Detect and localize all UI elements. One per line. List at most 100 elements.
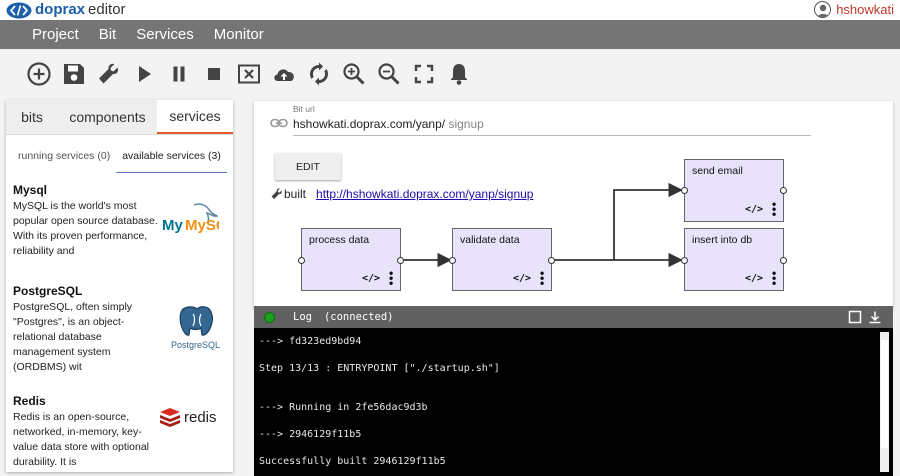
log-scrollbar-thumb[interactable]: [881, 340, 888, 448]
maximize-icon[interactable]: [848, 310, 862, 324]
log-line: Step 13/13 : ENTRYPOINT ["./startup.sh"]: [259, 363, 500, 374]
input-port[interactable]: [681, 187, 688, 194]
sync-button[interactable]: [302, 58, 336, 90]
service-description: PostgreSQL, often simply "Postgres", is …: [13, 301, 133, 373]
bit-url-path: signup: [448, 117, 484, 131]
service-item-redis[interactable]: Redis Redis is an open-source, networked…: [6, 394, 233, 472]
tab-bits[interactable]: bits: [21, 109, 43, 125]
menu-project[interactable]: Project: [32, 26, 79, 43]
zoom-out-icon: [378, 63, 400, 85]
tab-services[interactable]: services: [157, 100, 233, 134]
connection-status-indicator: [264, 311, 275, 323]
code-icon[interactable]: </>: [362, 273, 381, 284]
username: hshowkati: [836, 2, 894, 17]
cloud-upload-icon: [274, 69, 294, 81]
stop-button[interactable]: [197, 58, 231, 90]
service-description: Redis is an open-source, networked, in-m…: [13, 411, 150, 468]
build-status: built http://hshowkati.doprax.com/yanp/s…: [270, 187, 533, 201]
menu-services[interactable]: Services: [136, 26, 194, 43]
run-button[interactable]: [127, 58, 161, 90]
service-item-postgresql[interactable]: PostgreSQL PostgreSQL, often simply "Pos…: [6, 284, 233, 388]
more-vert-icon[interactable]: •••: [772, 266, 777, 290]
log-line: ---> Running in 2fe56dac9d3b: [259, 402, 428, 413]
save-button[interactable]: [57, 58, 91, 90]
more-vert-icon[interactable]: •••: [540, 266, 545, 290]
node-send-email[interactable]: send email </> •••: [681, 159, 787, 222]
mysql-logo-icon: My MySQL: [162, 203, 219, 234]
download-icon[interactable]: [868, 310, 882, 324]
node-title: insert into db: [692, 234, 753, 246]
log-panel: Log (connected) ---> fd323ed9bd94 Step 1…: [254, 306, 893, 476]
service-subtabs: running services (0) available services …: [6, 135, 233, 177]
logo-text: redis: [184, 409, 217, 426]
log-line: ---> fd323ed9bd94: [259, 336, 362, 347]
service-name: Mysql: [13, 183, 48, 197]
play-icon: [139, 66, 151, 82]
input-port[interactable]: [681, 257, 688, 264]
output-port[interactable]: [780, 257, 787, 264]
close-bit-button[interactable]: [232, 58, 266, 90]
settings-button[interactable]: [92, 58, 126, 90]
output-port[interactable]: [780, 187, 787, 194]
bit-url-host: hshowkati.doprax.com/yanp/: [293, 117, 446, 131]
add-button[interactable]: [22, 58, 56, 90]
more-vert-icon[interactable]: •••: [772, 197, 777, 221]
output-port[interactable]: [397, 257, 404, 264]
user-menu[interactable]: hshowkati: [814, 1, 894, 18]
node-validate-data[interactable]: validate data </> •••: [449, 228, 555, 291]
node-process-data[interactable]: process data </> •••: [298, 228, 404, 291]
redis-logo-icon: redis: [160, 408, 217, 427]
menu-bit[interactable]: Bit: [98, 26, 117, 43]
pause-icon: [173, 66, 185, 82]
log-output[interactable]: ---> fd323ed9bd94 Step 13/13 : ENTRYPOIN…: [254, 328, 880, 476]
service-name: PostgreSQL: [13, 284, 83, 298]
postgresql-elephant-icon: PostgreSQL: [171, 306, 220, 350]
log-scrollbar[interactable]: [880, 332, 889, 472]
node-title: send email: [692, 165, 743, 177]
code-brackets-logo-icon: [6, 2, 32, 18]
output-port[interactable]: [548, 257, 555, 264]
pause-button[interactable]: [162, 58, 196, 90]
input-port[interactable]: [449, 257, 456, 264]
service-item-mysql[interactable]: Mysql MySQL is the world's most popular …: [6, 183, 233, 278]
deploy-button[interactable]: [267, 58, 301, 90]
connection-validate-to-send-email: [552, 182, 683, 261]
sync-icon: [310, 62, 328, 86]
node-title: validate data: [460, 234, 520, 246]
logo-text: PostgreSQL: [171, 340, 220, 350]
service-name: Redis: [13, 394, 46, 408]
fullscreen-icon: [414, 64, 434, 84]
toolbar: [22, 58, 477, 90]
code-icon[interactable]: </>: [745, 273, 764, 284]
service-description: MySQL is the world's most popular open s…: [13, 200, 158, 257]
notifications-button[interactable]: [442, 58, 476, 90]
more-vert-icon[interactable]: •••: [389, 266, 394, 290]
fullscreen-button[interactable]: [407, 58, 441, 90]
built-label: built: [284, 187, 307, 201]
code-icon[interactable]: </>: [745, 204, 764, 215]
logo-text: MySQL: [185, 217, 219, 234]
zoom-in-button[interactable]: [337, 58, 371, 90]
node-insert-into-db[interactable]: insert into db </> •••: [681, 228, 787, 291]
tab-components[interactable]: components: [69, 109, 146, 125]
zoom-in-icon: [343, 63, 365, 85]
code-icon[interactable]: </>: [513, 273, 532, 284]
menu-monitor[interactable]: Monitor: [213, 26, 264, 43]
log-status: (connected): [323, 311, 394, 323]
wrench-icon: [271, 188, 282, 200]
avatar: [814, 1, 832, 18]
subtab-running-services[interactable]: running services (0): [18, 150, 111, 162]
subtab-available-services[interactable]: available services (3): [116, 140, 227, 173]
link-icon: [270, 118, 288, 128]
edit-button[interactable]: EDIT: [275, 153, 341, 180]
zoom-out-button[interactable]: [372, 58, 406, 90]
bit-url-field[interactable]: hshowkati.doprax.com/yanp/ signup: [293, 117, 484, 131]
bit-url-label: Bit url: [293, 104, 315, 114]
built-url-link[interactable]: http://hshowkati.doprax.com/yanp/signup: [316, 187, 534, 201]
log-header: Log (connected): [254, 306, 893, 328]
log-line: ---> 2946129f11b5: [259, 429, 362, 440]
bit-editor-panel: Bit url hshowkati.doprax.com/yanp/ signu…: [254, 101, 893, 309]
input-port[interactable]: [298, 257, 305, 264]
